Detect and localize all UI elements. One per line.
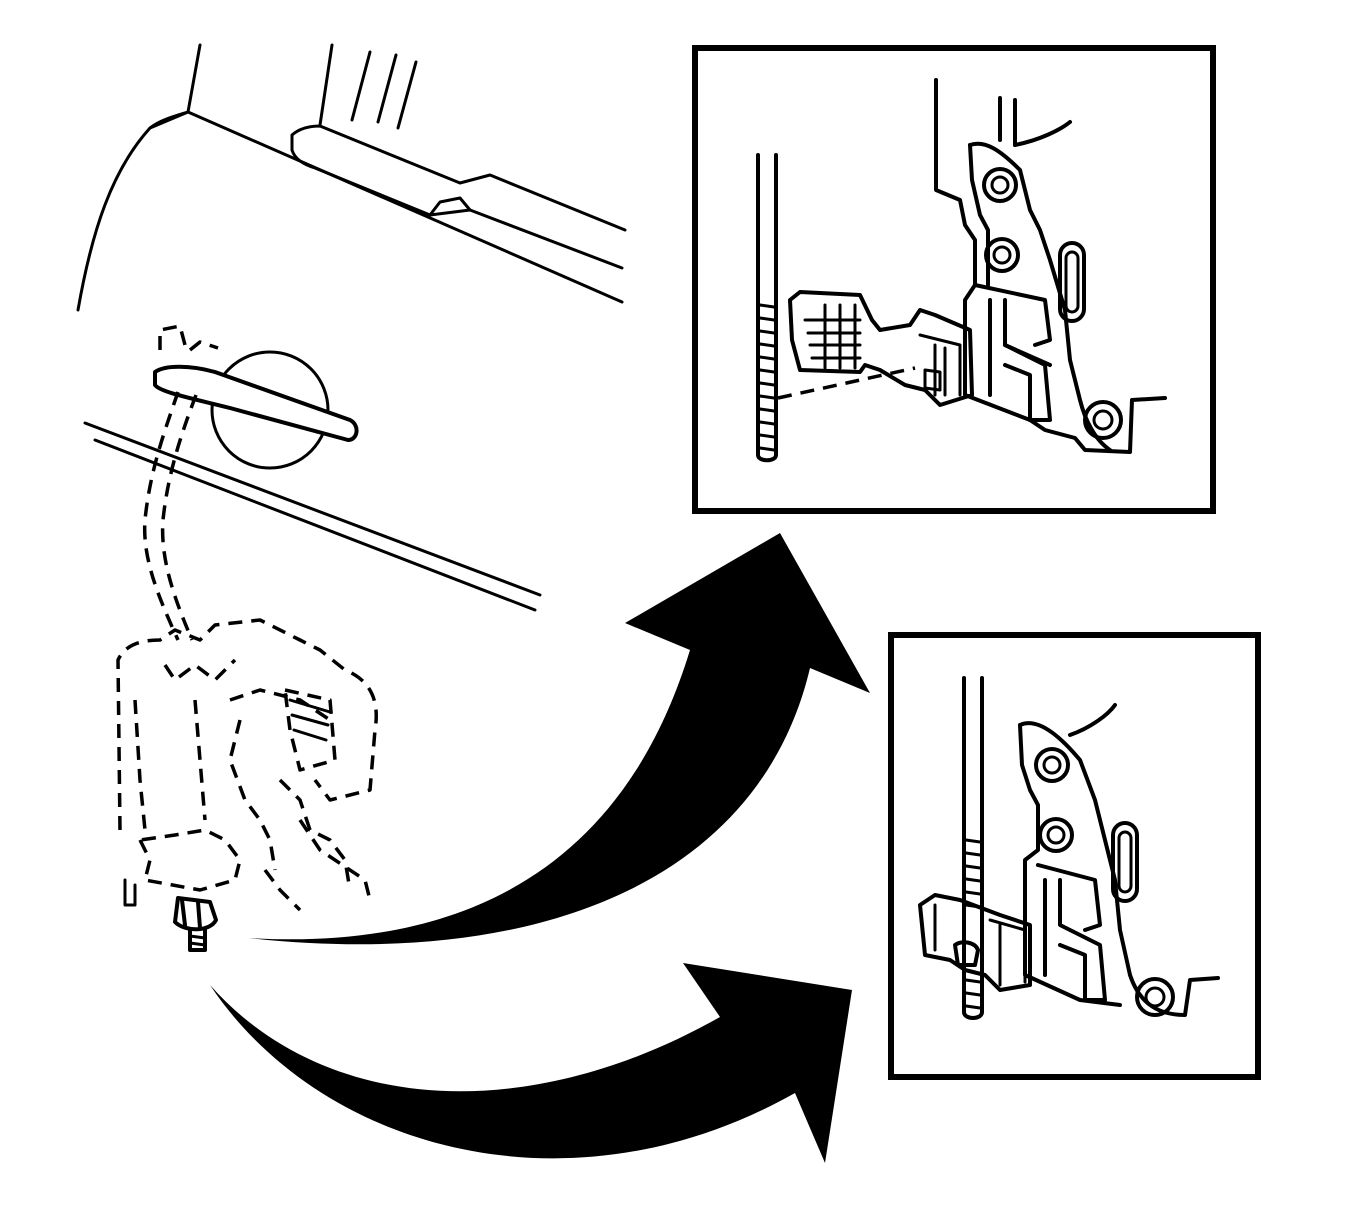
outside-door-handle — [153, 364, 359, 442]
handle-pivot-hidden — [158, 324, 219, 352]
lock-rod — [756, 153, 778, 463]
window-frame-pillar — [186, 43, 202, 114]
belt-molding-outer — [186, 110, 624, 304]
door-front-edge — [76, 110, 190, 312]
detail-frame-lower — [888, 632, 1261, 1080]
lock-rod — [962, 676, 984, 1020]
arrow-to-lower-detail — [210, 963, 852, 1163]
latch-housing — [934, 78, 1167, 454]
lock-rod-hidden-2 — [160, 394, 198, 641]
latch-housing — [1018, 721, 1220, 1017]
belt-molding-lower — [290, 148, 624, 270]
latch-screw — [173, 896, 218, 952]
window-frame-pillar-3 — [350, 50, 418, 130]
body-crease-upper — [83, 421, 542, 597]
window-frame-pillar-2 — [318, 43, 334, 127]
callout-arrows — [210, 533, 870, 1163]
door-overview — [76, 43, 627, 952]
rod-insertion-path — [777, 366, 916, 400]
belt-molding-step — [290, 124, 627, 232]
rod-clip-disconnected — [788, 290, 974, 407]
detail-lock-rod-disconnected — [692, 45, 1216, 514]
arrow-to-upper-detail — [248, 533, 870, 945]
lock-rod-hidden — [142, 391, 180, 641]
detail-frame-upper — [692, 45, 1216, 514]
handle-recess — [210, 350, 330, 470]
door-latch-assembly-hidden — [116, 618, 378, 912]
body-crease-lower — [93, 438, 537, 612]
door-top-trim — [148, 110, 190, 130]
rod-clip-connected — [918, 893, 1032, 992]
belt-molding-inner — [428, 196, 472, 217]
detail-lock-rod-connected — [888, 632, 1261, 1080]
